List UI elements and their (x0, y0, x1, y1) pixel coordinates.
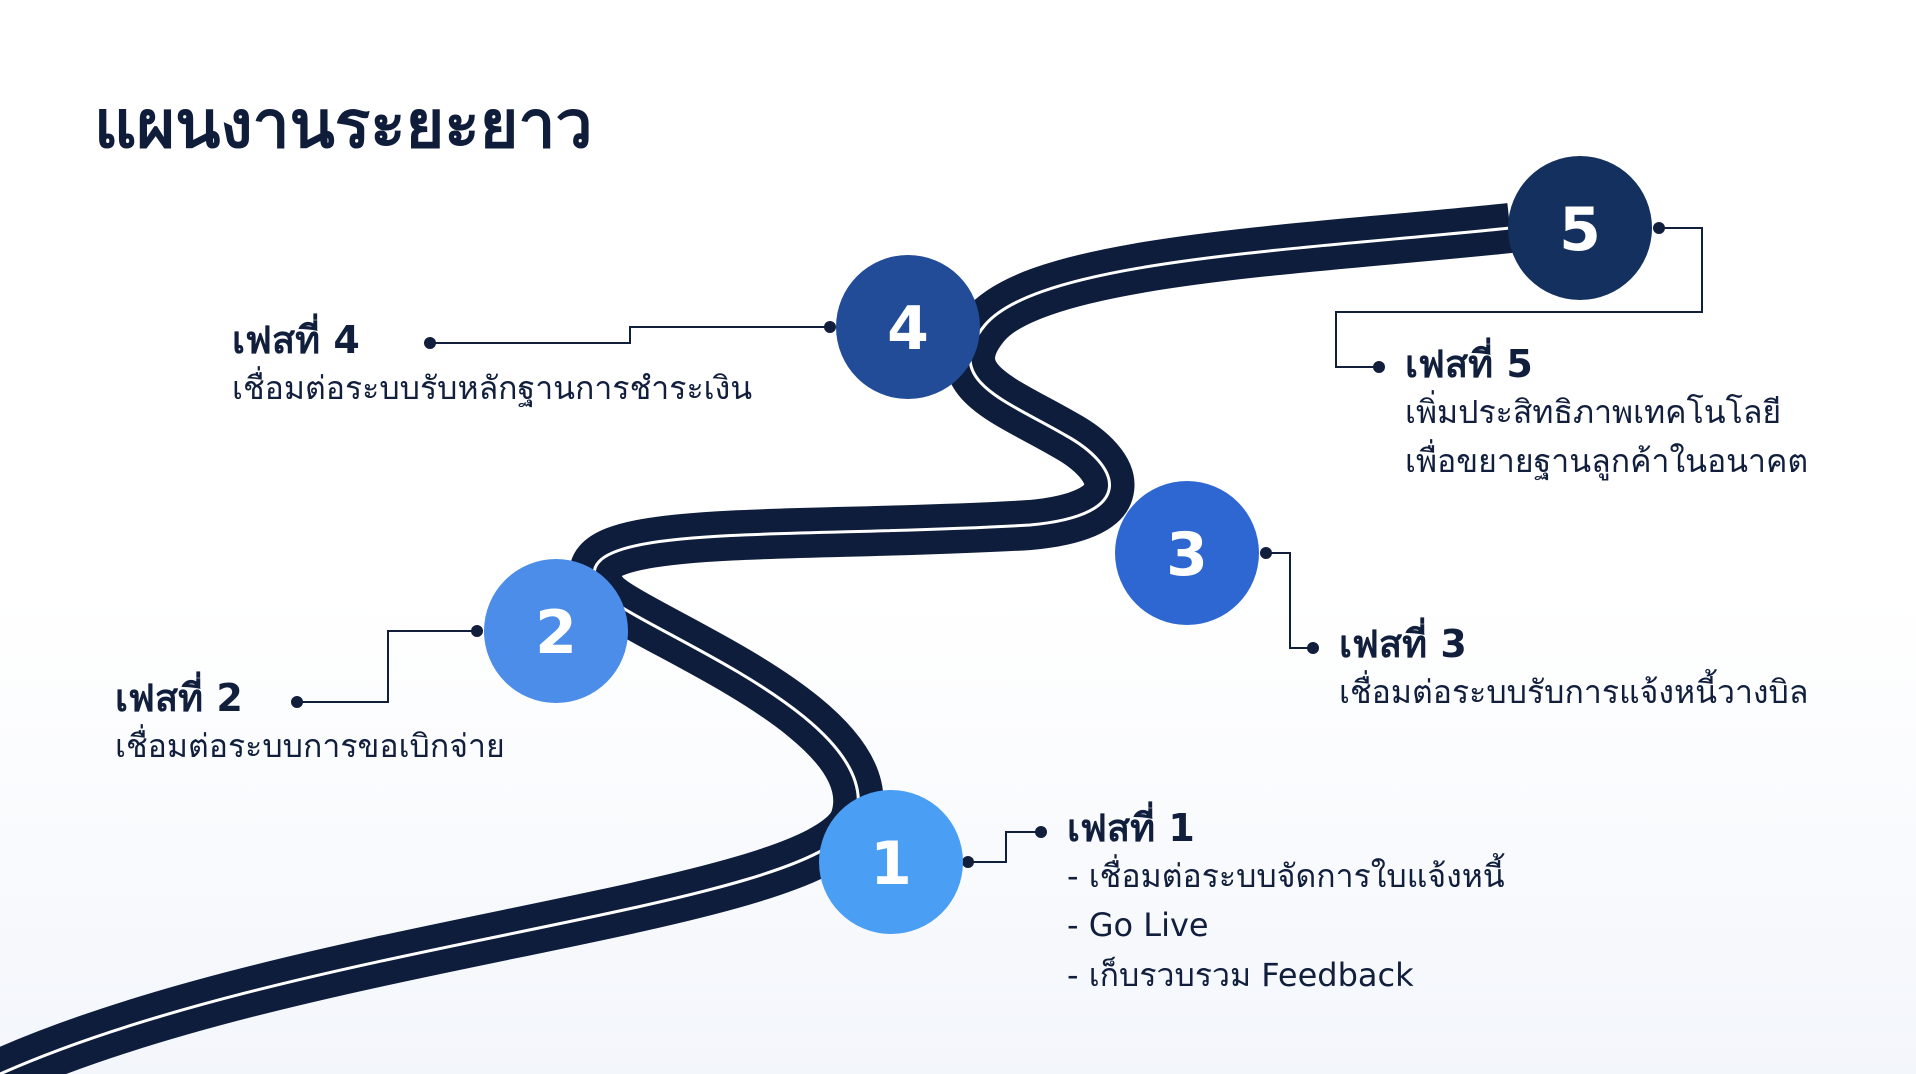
road-center-line (0, 226, 1511, 1074)
phase-5-label: เฟสที่ 5 (1405, 342, 1533, 386)
connector-dot-phase-1-start (962, 856, 974, 868)
phase-3-text: เฟสที่ 3 เชื่อมต่อระบบรับการแจ้งหนี้วางบ… (1339, 622, 1808, 717)
phase-2-description: เชื่อมต่อระบบการขอเบิกจ่าย (115, 722, 505, 772)
marker-phase-4: 4 (836, 255, 980, 399)
connector-dot-phase-2-start (471, 625, 483, 637)
phase-5-description-line: เพิ่มประสิทธิภาพเทคโนโลยี (1405, 392, 1782, 431)
marker-phase-1: 1 (819, 790, 963, 934)
phase-1-description-line: - เชื่อมต่อระบบจัดการใบแจ้งหนี้ (1067, 856, 1505, 895)
connector-dot-phase-5-end (1373, 361, 1385, 373)
phase-5-text: เฟสที่ 5 เพิ่มประสิทธิภาพเทคโนโลยี เพื่อ… (1405, 342, 1808, 487)
phase-1-description-line: - Go Live (1067, 906, 1209, 945)
connector-dot-phase-4-start (824, 321, 836, 333)
phase-1-label: เฟสที่ 1 (1067, 806, 1195, 850)
connector-dot-phase-3-end (1307, 642, 1319, 654)
connector-phase-1 (968, 831, 1040, 863)
phase-2-label: เฟสที่ 2 (115, 676, 243, 720)
connector-dot-phase-5-start (1653, 222, 1665, 234)
phase-5-description: เพิ่มประสิทธิภาพเทคโนโลยี เพื่อขยายฐานลู… (1405, 388, 1808, 487)
connector-dot-phase-4-end (424, 337, 436, 349)
phase-4-description-line: เชื่อมต่อระบบรับหลักฐานการชำระเงิน (232, 368, 753, 407)
marker-phase-3: 3 (1115, 481, 1259, 625)
marker-phase-2: 2 (484, 559, 628, 703)
connector-phase-4 (430, 326, 830, 344)
phase-4-label: เฟสที่ 4 (232, 318, 360, 362)
connector-dot-phase-1-end (1035, 826, 1047, 838)
page-title: แผนงานระยะยาว (94, 86, 593, 163)
connector-phase-3 (1266, 552, 1313, 649)
phase-2-text: เฟสที่ 2 เชื่อมต่อระบบการขอเบิกจ่าย (115, 676, 505, 771)
phase-1-text: เฟสที่ 1 - เชื่อมต่อระบบจัดการใบแจ้งหนี้… (1067, 806, 1505, 1000)
marker-phase-5-number: 5 (1559, 195, 1601, 265)
marker-phase-3-number: 3 (1166, 520, 1208, 590)
phase-2-description-line: เชื่อมต่อระบบการขอเบิกจ่าย (115, 726, 505, 765)
marker-phase-2-number: 2 (535, 598, 577, 668)
phase-3-description: เชื่อมต่อระบบรับการแจ้งหนี้วางบิล (1339, 668, 1808, 718)
phase-3-label: เฟสที่ 3 (1339, 622, 1467, 666)
connector-dot-phase-3-start (1260, 547, 1272, 559)
phase-5-description-line: เพื่อขยายฐานลูกค้าในอนาคต (1405, 442, 1809, 481)
phase-4-text: เฟสที่ 4 เชื่อมต่อระบบรับหลักฐานการชำระเ… (232, 318, 752, 413)
connector-phase-5 (1335, 227, 1703, 368)
marker-phase-5: 5 (1508, 156, 1652, 300)
phase-1-description-line: - เก็บรวบรวม Feedback (1067, 955, 1414, 994)
phase-4-description: เชื่อมต่อระบบรับหลักฐานการชำระเงิน (232, 364, 752, 414)
phase-1-description: - เชื่อมต่อระบบจัดการใบแจ้งหนี้ - Go Liv… (1067, 852, 1505, 1001)
connector-dot-phase-2-end (291, 696, 303, 708)
phase-3-description-line: เชื่อมต่อระบบรับการแจ้งหนี้วางบิล (1339, 672, 1809, 711)
marker-phase-4-number: 4 (887, 294, 929, 364)
connector-phase-2 (297, 630, 477, 703)
marker-phase-1-number: 1 (870, 829, 912, 899)
